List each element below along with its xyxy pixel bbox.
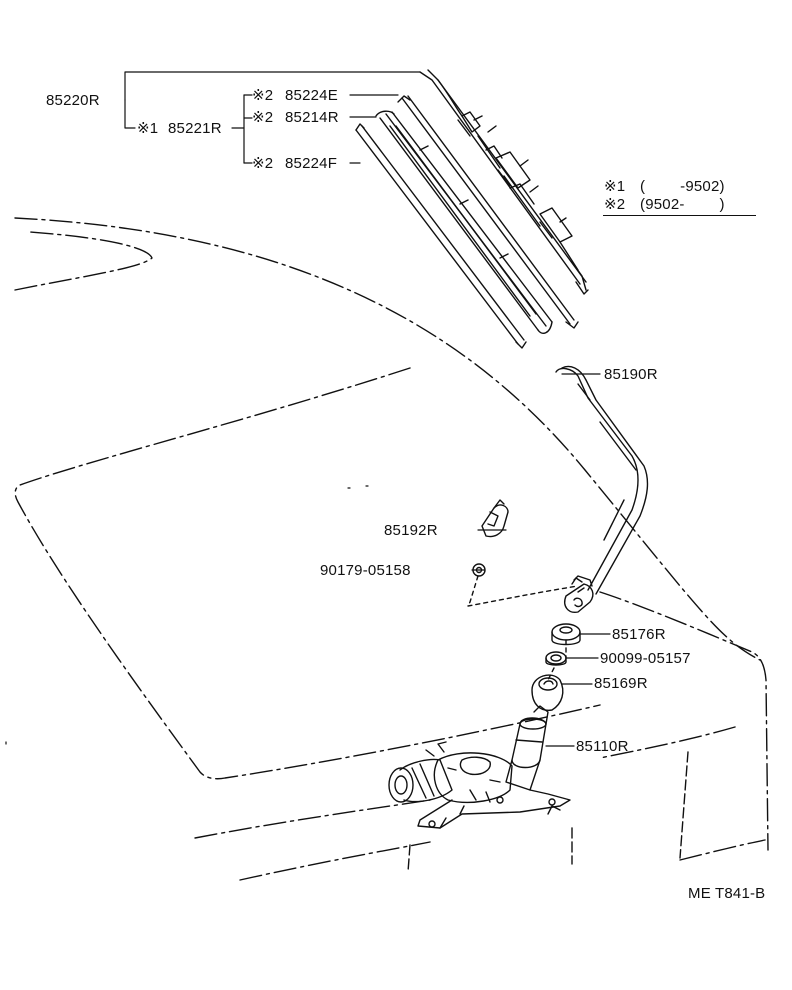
- marker-85224f: ※2: [252, 155, 274, 172]
- backing-plate-f: [355, 123, 527, 349]
- center-tick-marks: [5, 485, 369, 745]
- wiper-motor: [388, 705, 571, 829]
- label-85192r: 85192R: [384, 522, 438, 539]
- footnote-underline: [603, 215, 756, 216]
- label-90099-05157: 90099-05157: [600, 650, 691, 667]
- footnote-1-marker: ※1: [604, 178, 626, 195]
- marker-85224e: ※2: [252, 87, 274, 104]
- drawing-code: ME T841-B: [688, 885, 766, 902]
- washer-90099: [545, 651, 567, 666]
- marker-85214r: ※2: [252, 109, 274, 126]
- grommet-85169: [531, 674, 564, 711]
- label-85221r: 85221R: [168, 120, 222, 137]
- label-85169r: 85169R: [594, 675, 648, 692]
- backing-plate-e: [397, 95, 579, 329]
- marker-85221r: ※1: [137, 120, 159, 137]
- rear-window-outline: [14, 217, 769, 881]
- footnote-1-range: ( -9502): [640, 178, 725, 195]
- footnote-2-range: (9502- ): [640, 196, 725, 213]
- clip-85192: [481, 499, 509, 538]
- blade-refill: [375, 110, 553, 334]
- cap-85176: [551, 623, 581, 646]
- body-panel-lines: [407, 751, 689, 873]
- label-85214r: 85214R: [285, 109, 339, 126]
- label-85220r: 85220R: [46, 92, 100, 109]
- callout-brackets: [124, 71, 421, 164]
- label-85110r: 85110R: [576, 738, 629, 755]
- footnote-2-marker: ※2: [604, 196, 626, 213]
- label-85176r: 85176R: [612, 626, 666, 643]
- label-90179-05158: 90179-05158: [320, 562, 411, 579]
- wiper-blade-assembly: [419, 69, 589, 295]
- leader-lines: [471, 373, 611, 747]
- label-85224f: 85224F: [285, 155, 338, 172]
- label-85190r: 85190R: [604, 366, 658, 383]
- label-85224e: 85224E: [285, 87, 338, 104]
- wiper-arm: [555, 365, 649, 613]
